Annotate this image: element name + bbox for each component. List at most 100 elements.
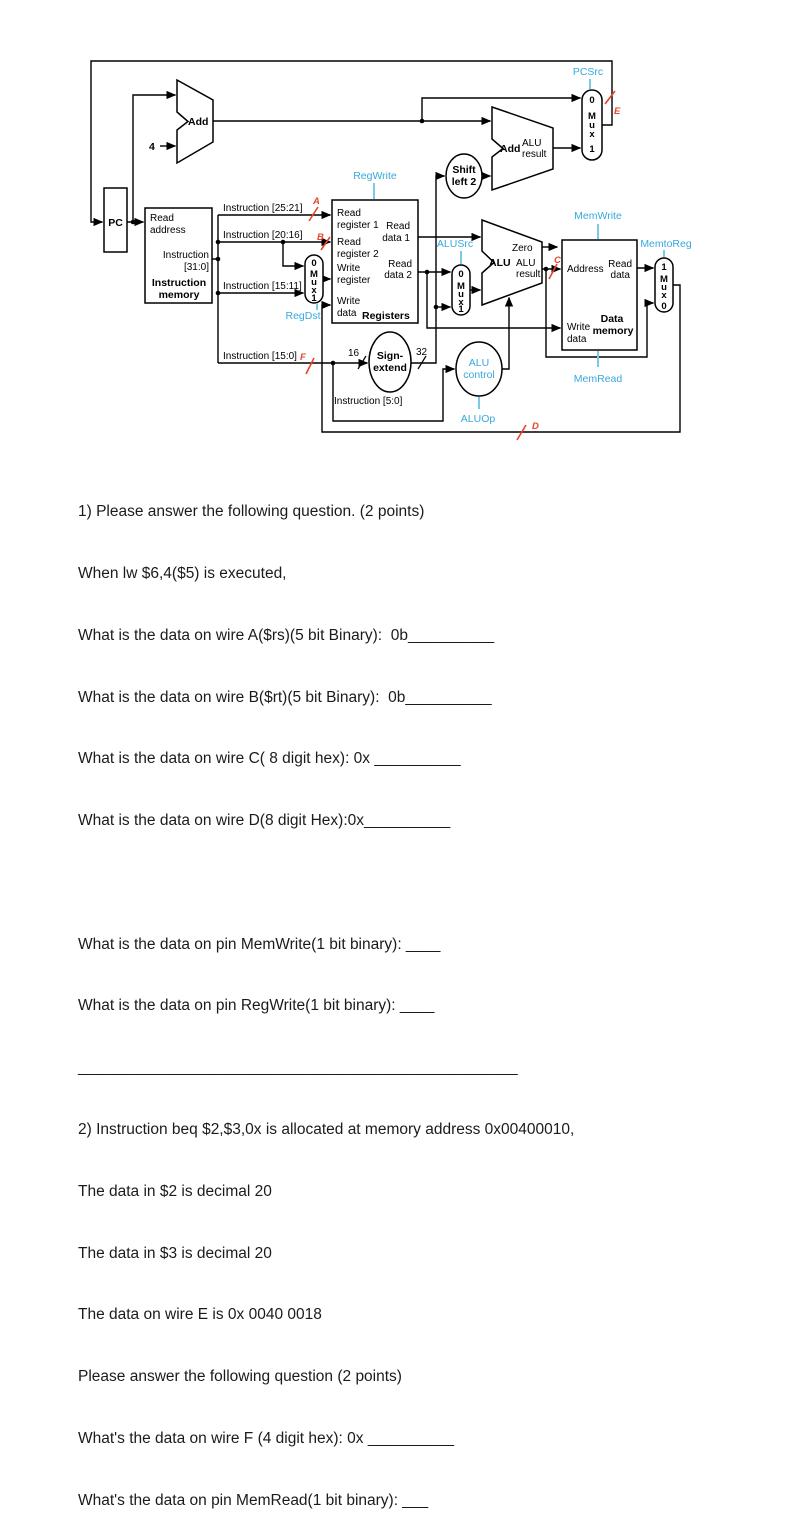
q1-line: When lw $6,4($5) is executed, [78,564,287,582]
regs-rr2b: register 2 [337,249,379,260]
instr-15-0-label: Instruction [15:0] [223,351,297,362]
red-annotations: A B C D E F [300,90,621,441]
q2-line: The data in $3 is decimal 20 [78,1244,272,1262]
instruction-memory-box [144,207,213,304]
datapath-wires [90,60,681,433]
wire-pc4-to-pcsrcmux [421,93,582,121]
q1-line: What is the data on wire D(8 digit Hex):… [78,812,451,830]
instruction-memory-block: Read address Instruction [31:0] Instruct… [144,207,213,304]
annotation-b-slash [320,236,331,251]
annotation-f: F [300,352,306,363]
pcsrc-label: PCSrc [573,66,603,78]
pc-block: PC [103,187,128,253]
dot [130,219,136,225]
regs-rd2b: data 2 [384,270,412,281]
imem-read-address: Read [150,213,174,224]
shift-left-2-oval [445,153,483,199]
alu-shape [481,218,543,307]
mux-u: u [661,282,667,293]
mux-u: u [311,277,317,288]
four-constant: 4 [149,141,155,153]
wire-pc-to-add [132,90,177,222]
regs-wra: Write [337,263,361,274]
alu-zero: Zero [512,243,533,254]
dot [543,266,549,272]
annotation-a: A [312,196,320,207]
wire-instruction-bus [212,215,219,363]
q1-line: 1) Please answer the following question.… [78,503,425,521]
dot [215,256,221,262]
mux-u: u [589,120,595,131]
memtoreg-mux: 1 M u x 0 [654,257,674,313]
alusrc-label: ALUSrc [437,238,473,250]
regs-rr1b: register 1 [337,220,379,231]
regs-rr1a: Read [337,208,361,219]
regs-rd1a: Read [386,221,410,232]
regdst-mux: 0 M u x 1 [304,254,324,304]
memtoreg-label: MemtoReg [640,238,692,250]
branch-adder-result1: ALU [522,138,541,149]
dmem-writedata2: data [567,334,587,345]
mux-x: x [589,129,595,140]
branch-adder-label: Add [500,143,520,155]
mux-x: x [458,297,464,308]
dmem-writedata1: Write [567,322,591,333]
dmem-readdata2: data [611,270,631,281]
sign-extend-label2: extend [373,362,407,374]
alu-result1: ALU [516,258,535,269]
shift-label1: Shift [452,164,476,176]
wire-signext-to-shift [411,171,446,364]
mux-x: x [661,290,667,301]
dot [215,290,221,296]
instr-15-11-label: Instruction [15:11] [223,281,302,292]
questions-text: 1) Please answer the following question.… [78,461,738,1532]
alu-control-label1: ALU [469,357,489,369]
annotation-e-slash [604,90,616,105]
alu-control-label2: control [463,369,495,381]
regwrite-label: RegWrite [353,170,397,182]
dot [330,360,336,366]
dot [215,239,221,245]
mux-m: M [660,274,668,285]
memtoreg-mux-shape [654,257,674,313]
alu-result2: result [516,269,541,280]
q1-line: What is the data on wire C( 8 digit hex)… [78,750,461,768]
regdst-mux-shape [304,254,324,304]
instr-20-16-label: Instruction [20:16] [223,230,303,241]
registers-block: Read register 1 Read data 1 Read registe… [331,199,419,324]
data-memory-block: Address Read data Write data Data memory [561,239,638,351]
mux-1: 1 [661,262,667,273]
dmem-address: Address [567,264,604,275]
mux-m: M [588,111,596,122]
registers-box [331,199,419,324]
wire-instr-20-16-to-mux [282,242,305,271]
pcsrc-mux-shape [581,89,603,161]
memread-label: MemRead [574,373,623,385]
branch-adder-shape [491,105,554,192]
mux-m: M [457,281,465,292]
annotation-f-slash [305,357,315,375]
annotation-d-slash [516,424,527,441]
q2-line: Please answer the following question (2 … [78,1368,402,1386]
dmem-name1: Data [601,313,624,325]
separator-line: ________________________________________… [78,1059,518,1077]
sign-extend-block: Sign- extend [368,331,412,393]
sign-extend-label1: Sign- [377,350,404,362]
alu-control-block: ALU control [455,341,503,397]
pc-adder-shape [176,78,214,165]
annotation-a-slash [308,206,319,222]
regdst-label: RegDst [285,310,320,322]
shift-label2: left 2 [452,176,477,188]
instr-25-21-label: Instruction [25:21] [223,203,303,214]
q1-pin-line: What is the data on pin MemWrite(1 bit b… [78,935,441,953]
wire-pc-feedback [90,60,613,227]
data-memory-box [561,239,638,351]
wire-labels: Instruction [25:21] Instruction [20:16] … [223,203,428,407]
q2-line: The data in $2 is decimal 20 [78,1182,272,1200]
mux-0: 0 [311,258,316,269]
imem-name2: memory [159,289,200,301]
dmem-name2: memory [593,325,634,337]
wire-readdata2-to-dmem [426,272,562,333]
pc-box [103,187,128,253]
mux-1: 1 [589,144,595,155]
